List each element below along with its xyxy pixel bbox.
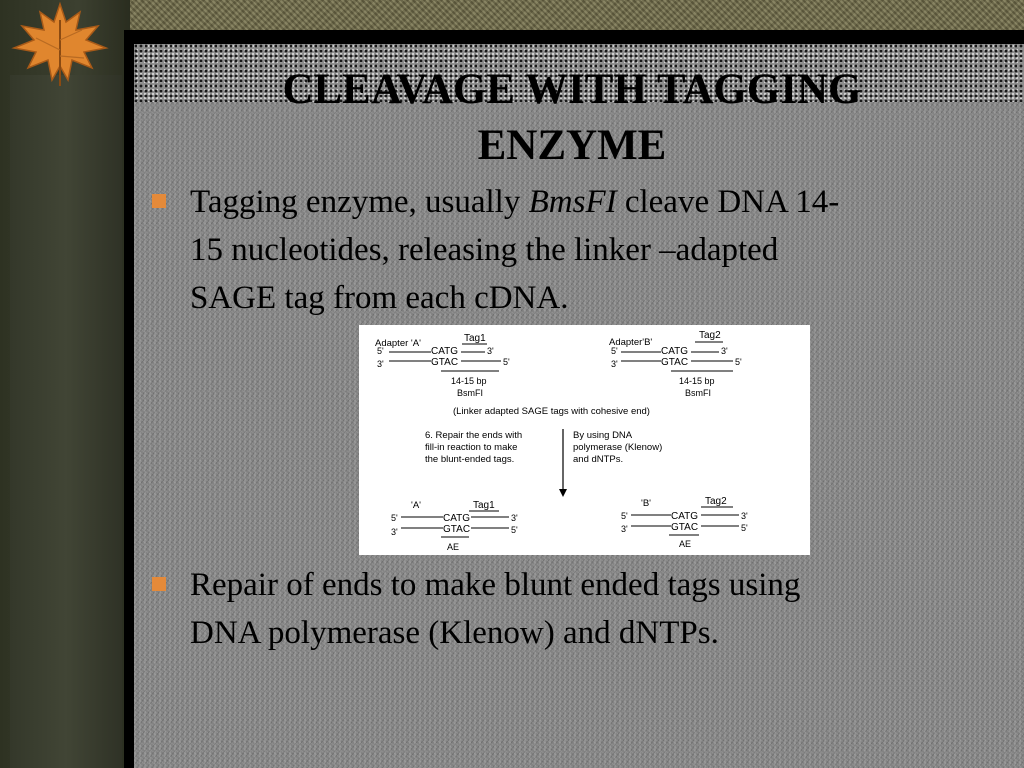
svg-text:AE: AE (447, 542, 459, 552)
svg-text:GTAC: GTAC (431, 357, 458, 368)
svg-text:3': 3' (621, 524, 628, 534)
svg-text:3': 3' (611, 359, 618, 369)
slide-title: CLEAVAGE WITH TAGGING ENZYME (134, 62, 1010, 174)
svg-text:By using DNA: By using DNA (573, 430, 633, 441)
svg-text:BsmFI: BsmFI (457, 388, 483, 398)
svg-text:5': 5' (391, 513, 398, 523)
svg-text:Tag2: Tag2 (699, 330, 721, 341)
svg-text:GTAC: GTAC (671, 522, 698, 533)
svg-text:3': 3' (391, 527, 398, 537)
svg-text:CATG: CATG (661, 346, 688, 357)
svg-text:AE: AE (679, 539, 691, 549)
svg-text:Adapter 'A': Adapter 'A' (375, 338, 421, 349)
svg-text:14-15 bp: 14-15 bp (679, 376, 715, 386)
svg-text:CATG: CATG (443, 513, 470, 524)
top-texture-band (0, 0, 1024, 30)
svg-text:5': 5' (621, 511, 628, 521)
maple-leaf-icon (11, 1, 109, 86)
svg-text:14-15 bp: 14-15 bp (451, 376, 487, 386)
svg-text:5': 5' (503, 357, 510, 367)
svg-text:Tag1: Tag1 (473, 500, 495, 511)
svg-text:GTAC: GTAC (443, 524, 470, 535)
svg-text:5': 5' (511, 525, 518, 535)
svg-text:6. Repair the ends with: 6. Repair the ends with (425, 430, 522, 441)
svg-text:and dNTPs.: and dNTPs. (573, 454, 623, 465)
svg-text:3': 3' (721, 346, 728, 356)
square-bullet-icon (152, 194, 166, 208)
svg-text:CATG: CATG (671, 511, 698, 522)
svg-text:3': 3' (487, 346, 494, 356)
svg-text:5': 5' (741, 523, 748, 533)
svg-text:BsmFI: BsmFI (685, 388, 711, 398)
svg-text:'B': 'B' (641, 498, 651, 509)
svg-text:Adapter'B': Adapter'B' (609, 337, 652, 348)
sage-tag-diagram: Adapter 'A' Tag1 5' CATG 3' 3' GTAC 5' 1… (359, 325, 810, 555)
left-column-decoration (0, 0, 130, 768)
svg-text:the blunt-ended tags.: the blunt-ended tags. (425, 454, 514, 465)
svg-text:Tag2: Tag2 (705, 496, 727, 507)
svg-text:3': 3' (511, 513, 518, 523)
svg-text:Tag1: Tag1 (464, 333, 486, 344)
svg-text:5': 5' (611, 346, 618, 356)
square-bullet-icon (152, 577, 166, 591)
svg-text:5': 5' (735, 357, 742, 367)
svg-text:3': 3' (377, 359, 384, 369)
svg-text:CATG: CATG (431, 346, 458, 357)
svg-text:3': 3' (741, 511, 748, 521)
svg-text:fill-in reaction to make: fill-in reaction to make (425, 442, 517, 453)
svg-text:GTAC: GTAC (661, 357, 688, 368)
title-line-2: ENZYME (477, 122, 667, 169)
svg-text:5': 5' (377, 346, 384, 356)
title-line-1: CLEAVAGE WITH TAGGING (282, 66, 862, 113)
title-bar (134, 44, 1024, 102)
svg-text:'A': 'A' (411, 500, 421, 511)
svg-text:(Linker adapted SAGE tags with: (Linker adapted SAGE tags with cohesive … (453, 406, 650, 417)
svg-text:polymerase (Klenow): polymerase (Klenow) (573, 442, 662, 453)
enzyme-name: BmsFI (528, 184, 617, 220)
